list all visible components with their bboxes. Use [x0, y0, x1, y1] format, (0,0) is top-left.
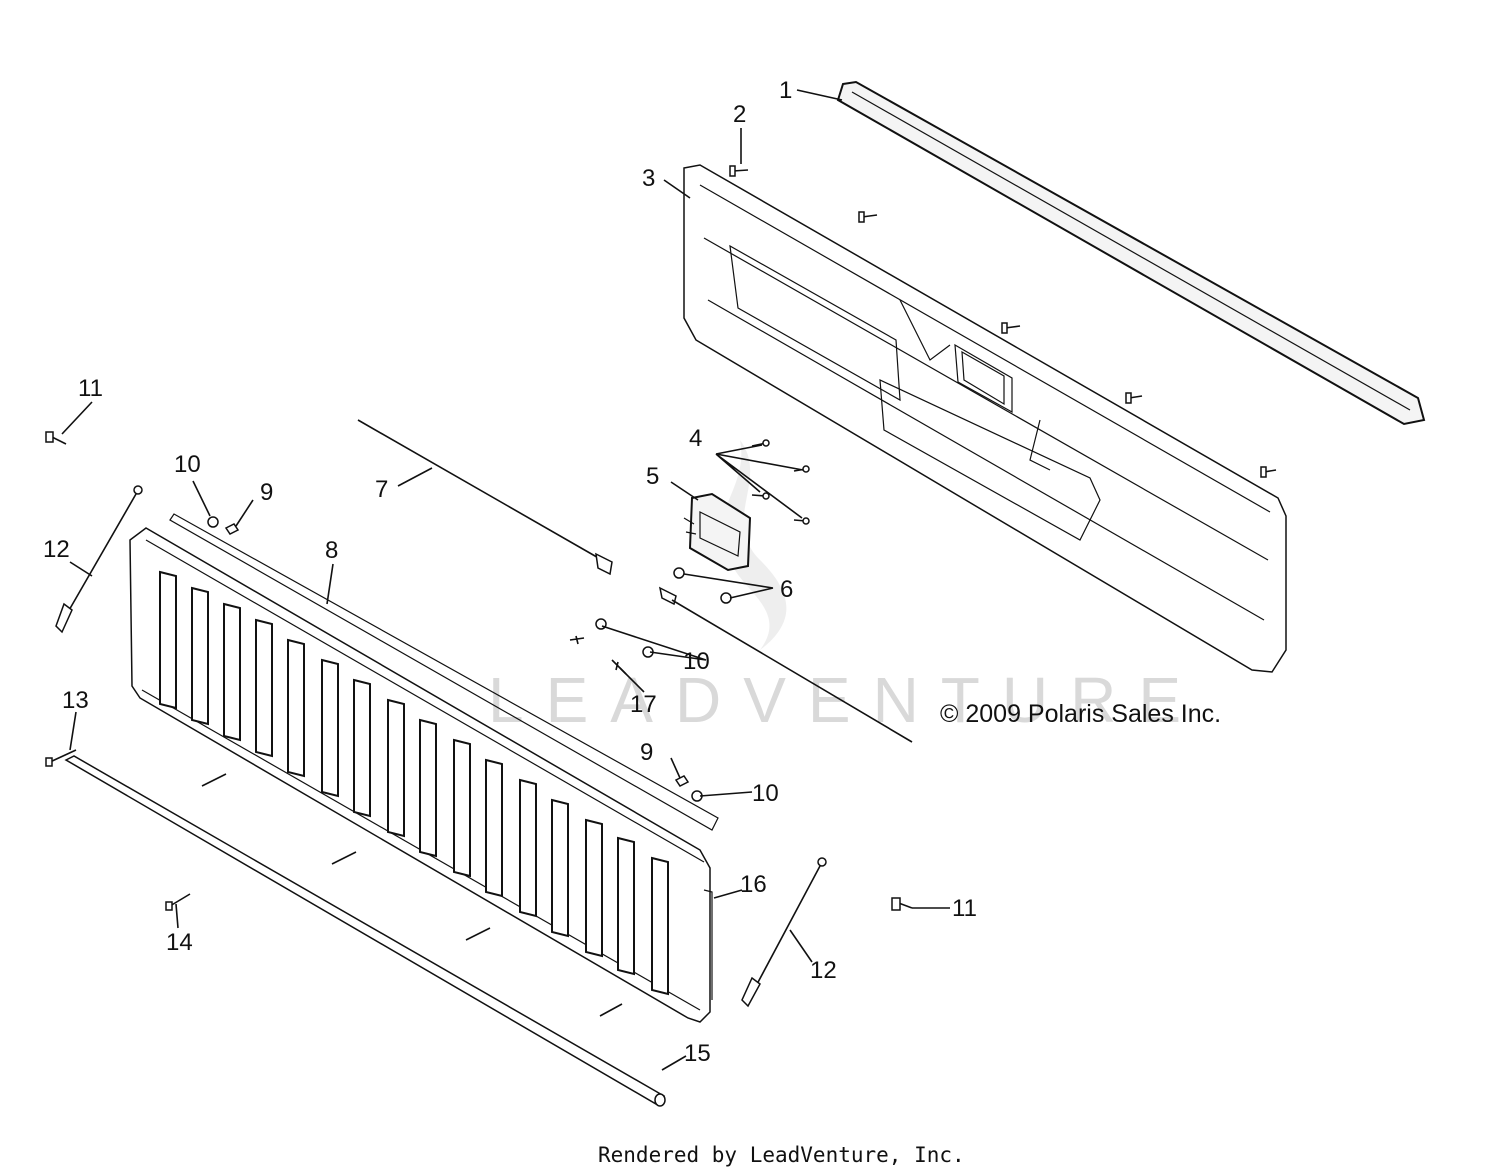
- part-12-cables[interactable]: [55, 485, 827, 1008]
- callout-12b[interactable]: 12: [810, 957, 837, 984]
- part-1-top-rail[interactable]: [836, 80, 1426, 426]
- part-14-bolts[interactable]: [165, 773, 623, 1017]
- callout-13[interactable]: 13: [62, 687, 89, 714]
- part-15-hinge-rod[interactable]: [64, 755, 666, 1107]
- part-5-latch[interactable]: [683, 492, 752, 572]
- callout-4[interactable]: 4: [689, 425, 702, 452]
- part-16-side[interactable]: [703, 889, 713, 1000]
- callout-11b[interactable]: 11: [952, 895, 977, 922]
- leader-lines: [61, 89, 950, 1071]
- footer-rendered-by: Rendered by LeadVenture, Inc.: [598, 1143, 965, 1167]
- outer-panel-slots: [159, 570, 669, 996]
- watermark-text: LEADVENTURE: [488, 664, 1203, 736]
- callout-12a[interactable]: 12: [43, 536, 70, 563]
- callout-17[interactable]: 17: [630, 691, 657, 718]
- callout-8[interactable]: 8: [325, 537, 338, 564]
- part-2-screws[interactable]: [729, 165, 1277, 478]
- callout-10a[interactable]: 10: [174, 451, 201, 478]
- callout-15[interactable]: 15: [684, 1040, 711, 1067]
- part-13-bolt[interactable]: [45, 749, 77, 767]
- part-7-rods[interactable]: [357, 419, 913, 743]
- callout-10b[interactable]: 10: [683, 648, 710, 675]
- callout-3[interactable]: 3: [642, 165, 655, 192]
- callout-1[interactable]: 1: [779, 77, 792, 104]
- callout-9a[interactable]: 9: [260, 479, 273, 506]
- part-3-inner-panel[interactable]: [683, 164, 1287, 673]
- part-4-screws[interactable]: [751, 439, 810, 525]
- callout-16[interactable]: 16: [740, 871, 767, 898]
- callout-5[interactable]: 5: [646, 463, 659, 490]
- callout-2[interactable]: 2: [733, 101, 746, 128]
- callout-14[interactable]: 14: [166, 929, 193, 956]
- callout-10c[interactable]: 10: [752, 780, 779, 807]
- copyright-text: © 2009 Polaris Sales Inc.: [940, 700, 1221, 728]
- part-11-bolts[interactable]: [45, 431, 913, 911]
- callout-9b[interactable]: 9: [640, 739, 653, 766]
- watermark-flame-icon: [720, 440, 787, 650]
- callout-6[interactable]: 6: [780, 576, 793, 603]
- callout-7[interactable]: 7: [375, 476, 388, 503]
- callout-labels: 1 2 3 4 5 6 7 8 9 9 10 10 10 11 11 12 12…: [43, 77, 977, 1067]
- part-9-nuts[interactable]: [224, 523, 690, 787]
- callout-11a[interactable]: 11: [78, 375, 103, 402]
- part-6-washers[interactable]: [673, 567, 732, 604]
